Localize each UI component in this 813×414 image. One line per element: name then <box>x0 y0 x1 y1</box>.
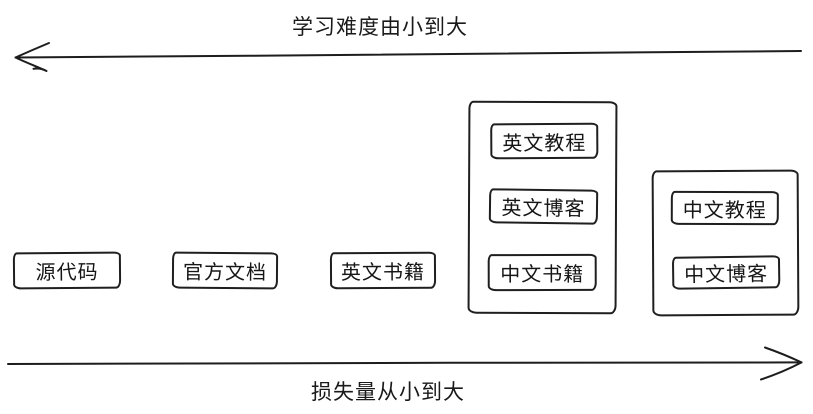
node-english-books: 英文书籍 <box>329 251 437 290</box>
node-chinese-books: 中文书籍 <box>487 253 597 292</box>
right-arrow <box>7 346 803 381</box>
group-english-resources: 英文教程 英文博客 中文书籍 <box>467 100 618 315</box>
difficulty-axis-label: 学习难度由小到大 <box>292 16 468 39</box>
node-label: 中文博客 <box>684 263 769 287</box>
node-label: 中文教程 <box>682 199 767 222</box>
node-official-docs: 官方文档 <box>171 251 279 290</box>
node-english-blogs: 英文博客 <box>488 188 599 225</box>
node-label: 英文书籍 <box>340 261 426 285</box>
node-source-code: 源代码 <box>12 251 122 290</box>
group-chinese-resources: 中文教程 中文博客 <box>651 169 800 317</box>
node-chinese-tutorials: 中文教程 <box>670 190 779 226</box>
node-label: 源代码 <box>35 261 99 285</box>
loss-axis-label: 损失量从小到大 <box>311 381 465 404</box>
left-arrow <box>14 42 802 72</box>
node-label: 英文教程 <box>502 132 587 155</box>
node-label: 英文博客 <box>501 197 586 221</box>
node-english-tutorials: 英文教程 <box>490 122 599 160</box>
node-label: 官方文档 <box>182 261 268 285</box>
node-chinese-blogs: 中文博客 <box>671 255 781 290</box>
node-label: 中文书籍 <box>500 263 585 287</box>
